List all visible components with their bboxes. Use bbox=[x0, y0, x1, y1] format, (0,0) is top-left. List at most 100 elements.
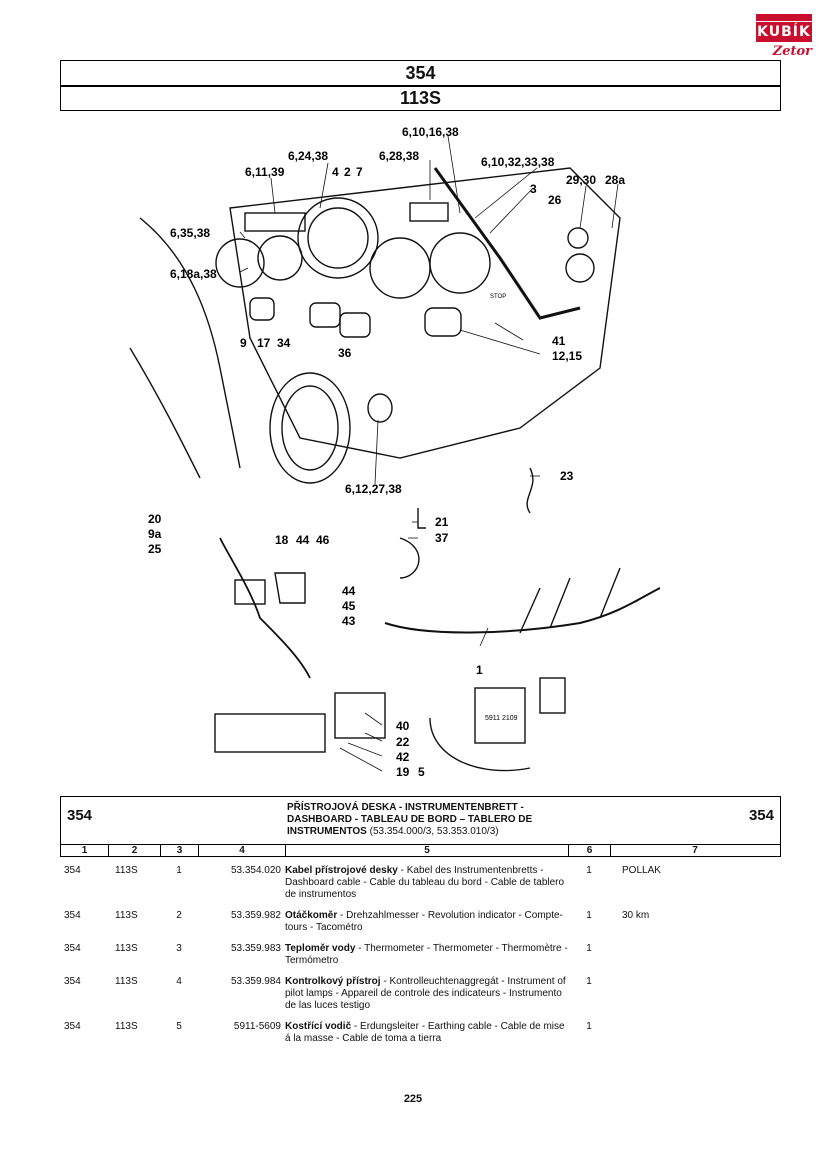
logo-wordmark: KUBÍK bbox=[756, 22, 812, 42]
cell-part-number: 53.359.983 bbox=[230, 943, 281, 954]
callout-6-11-39: 6,11,39 bbox=[245, 165, 285, 179]
title-model-right: 354 bbox=[748, 807, 774, 824]
cell-quantity: 1 bbox=[586, 1021, 592, 1032]
cell-part-number: 53.359.982 bbox=[230, 910, 281, 921]
callout-6-18a-38: 6,18a,38 bbox=[170, 267, 217, 281]
callout-2: 2 bbox=[344, 165, 351, 179]
stop-marking: STOP bbox=[490, 294, 506, 300]
cell-note bbox=[610, 976, 781, 1012]
callout-5: 5 bbox=[418, 765, 425, 779]
brand-logo: KUBÍK Zetor bbox=[756, 14, 812, 64]
cell-description: Kabel přístrojové desky - Kabel des Inst… bbox=[285, 865, 568, 901]
assembly-title: PŘÍSTROJOVÁ DESKA - INSTRUMENTENBRETT - … bbox=[287, 802, 577, 838]
column-header: 5 bbox=[286, 845, 569, 856]
cell-model: 354 bbox=[64, 943, 81, 954]
part-translations: - Drehzahlmesser - Revolution indicator … bbox=[285, 910, 563, 933]
cell-position: 3 bbox=[176, 943, 182, 954]
cell-part-number: 5911-5609 bbox=[233, 1021, 281, 1032]
cell-variant: 113S bbox=[115, 865, 138, 876]
callout-25: 25 bbox=[148, 542, 162, 556]
page-number: 225 bbox=[403, 1093, 423, 1105]
cell-note: 30 km bbox=[622, 910, 650, 921]
column-header: 7 bbox=[692, 845, 698, 856]
callout-3: 3 bbox=[530, 182, 537, 196]
parts-table: 354 PŘÍSTROJOVÁ DESKA - INSTRUMENTENBRET… bbox=[60, 796, 781, 1054]
cell-model: 354 bbox=[64, 1021, 81, 1032]
parts-table-title: 354 PŘÍSTROJOVÁ DESKA - INSTRUMENTENBRET… bbox=[60, 796, 781, 844]
part-name: Teploměr vody bbox=[285, 943, 356, 954]
callout-46: 46 bbox=[316, 533, 330, 547]
table-row: 354 113S 4 53.359.984 Kontrolkový přístr… bbox=[60, 976, 781, 1012]
cell-model: 354 bbox=[64, 976, 81, 987]
cell-position: 2 bbox=[176, 910, 182, 921]
column-header: 6 bbox=[569, 845, 611, 856]
variant-header: 113S bbox=[60, 86, 781, 111]
cell-part-number: 53.359.984 bbox=[230, 976, 281, 987]
cell-quantity: 1 bbox=[586, 865, 592, 876]
callout-41: 41 bbox=[552, 334, 566, 348]
callout-44-top: 44 bbox=[296, 533, 310, 547]
cell-part-number: 53.354.020 bbox=[230, 865, 281, 876]
assembly-title-line: INSTRUMENTOS (53.354.000/3, 53.353.010/3… bbox=[287, 826, 577, 838]
part-translations: - Thermometer - Thermometer - Thermomètr… bbox=[285, 943, 568, 966]
callout-28a: 28a bbox=[605, 173, 625, 187]
callout-6-35-38: 6,35,38 bbox=[170, 226, 210, 240]
callout-26: 26 bbox=[548, 193, 562, 207]
callout-7: 7 bbox=[356, 165, 363, 179]
callout-9a: 9a bbox=[148, 527, 162, 541]
column-headers: 1 2 3 4 5 6 7 bbox=[60, 844, 781, 857]
cell-note bbox=[610, 943, 781, 967]
part-translations: - Kabel des Instrumentenbretts - Dashboa… bbox=[285, 865, 565, 900]
part-name: Kabel přístrojové desky bbox=[285, 865, 398, 876]
callout-34: 34 bbox=[277, 336, 291, 350]
cell-note bbox=[610, 1021, 781, 1045]
callout-6-10-16-38: 6,10,16,38 bbox=[402, 125, 459, 139]
cell-variant: 113S bbox=[115, 910, 138, 921]
callout-45: 45 bbox=[342, 599, 356, 613]
cell-model: 354 bbox=[64, 910, 81, 921]
callout-37: 37 bbox=[435, 531, 449, 545]
callout-17: 17 bbox=[257, 336, 271, 350]
callout-1: 1 bbox=[476, 663, 483, 677]
cell-variant: 113S bbox=[115, 943, 138, 954]
assembly-title-line: DASHBOARD - TABLEAU DE BORD – TABLERO DE bbox=[287, 814, 533, 825]
callout-36: 36 bbox=[338, 346, 352, 360]
column-header: 2 bbox=[109, 845, 161, 856]
cell-position: 5 bbox=[176, 1021, 182, 1032]
assembly-title-line: PŘÍSTROJOVÁ DESKA - INSTRUMENTENBRETT - bbox=[287, 802, 524, 813]
cell-position: 1 bbox=[176, 865, 182, 876]
cell-quantity: 1 bbox=[586, 943, 592, 954]
table-row: 354 113S 2 53.359.982 Otáčkoměr - Drehza… bbox=[60, 910, 781, 934]
column-header: 1 bbox=[61, 845, 109, 856]
cell-note: POLLAK bbox=[622, 865, 661, 876]
table-row: 354 113S 3 53.359.983 Teploměr vody - Th… bbox=[60, 943, 781, 967]
cell-description: Kostřící vodič - Erdungsleiter - Earthin… bbox=[285, 1021, 568, 1045]
callout-21: 21 bbox=[435, 515, 449, 529]
callout-19: 19 bbox=[396, 765, 410, 779]
part-translations: - Erdungsleiter - Earthing cable - Cable… bbox=[285, 1021, 565, 1044]
cell-description: Teploměr vody - Thermometer - Thermomete… bbox=[285, 943, 568, 967]
callout-42: 42 bbox=[396, 750, 410, 764]
part-name: Kontrolkový přístroj bbox=[285, 976, 381, 987]
callout-23: 23 bbox=[560, 469, 574, 483]
title-model-left: 354 bbox=[67, 807, 93, 824]
callout-18: 18 bbox=[275, 533, 289, 547]
assembly-codes: (53.354.000/3, 53.353.010/3) bbox=[369, 826, 499, 837]
cell-variant: 113S bbox=[115, 976, 138, 987]
column-header: 4 bbox=[199, 845, 286, 856]
part-name: Kostřící vodič bbox=[285, 1021, 352, 1032]
table-row: 354 113S 5 5911-5609 Kostřící vodič - Er… bbox=[60, 1021, 781, 1045]
cell-quantity: 1 bbox=[586, 910, 592, 921]
callout-20: 20 bbox=[148, 512, 162, 526]
cell-position: 4 bbox=[176, 976, 182, 987]
part-translations: - Kontrolleuchtenaggregát - Instrument o… bbox=[285, 976, 566, 1011]
cell-description: Otáčkoměr - Drehzahlmesser - Revolution … bbox=[285, 910, 568, 934]
part-name: Otáčkoměr bbox=[285, 910, 338, 921]
callout-9: 9 bbox=[240, 336, 247, 350]
callout-6-24-38: 6,24,38 bbox=[288, 149, 328, 163]
callout-12-15: 12,15 bbox=[552, 349, 582, 363]
parts-rows: 354 113S 1 53.354.020 Kabel přístrojové … bbox=[60, 865, 781, 1045]
cell-quantity: 1 bbox=[586, 976, 592, 987]
assembly-title-tail: INSTRUMENTOS bbox=[287, 826, 367, 837]
model-header: 354 bbox=[60, 60, 781, 86]
